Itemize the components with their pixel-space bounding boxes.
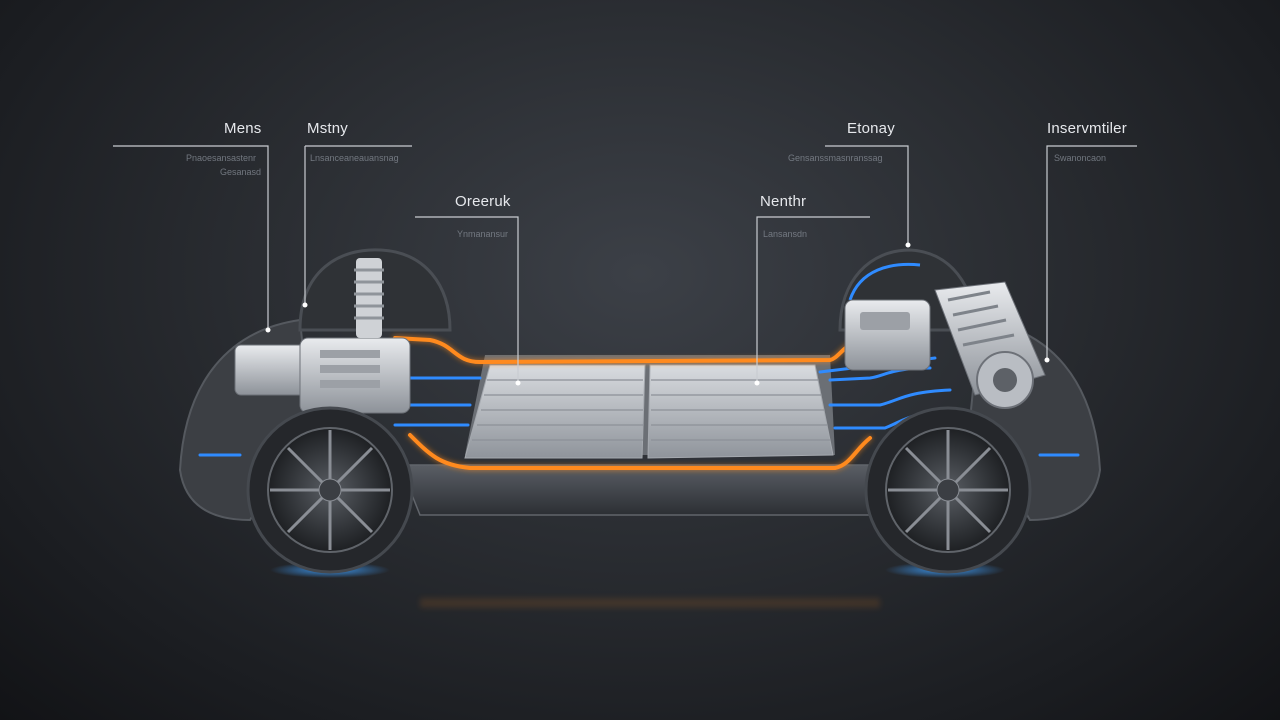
callout-sub-mstny-1: Lnsanceaneauansnag bbox=[310, 153, 399, 163]
front-left-wheel bbox=[246, 406, 414, 574]
callout-sub-mens-1: Pnaoesansastenr bbox=[186, 153, 257, 163]
callout-sub-oreeruk-1: Ynmanansur bbox=[457, 229, 509, 239]
callout-sub-nenthr-1: Lansansdn bbox=[763, 229, 808, 239]
suspension-spring bbox=[354, 258, 384, 338]
callout-title-mens: Mens bbox=[224, 120, 262, 137]
battery-pack bbox=[464, 355, 835, 459]
callout-title-nenthr: Nenthr bbox=[760, 193, 807, 210]
chassis-frame bbox=[398, 464, 902, 516]
callout-title-inservmtiler: Inservmtiler bbox=[1047, 120, 1127, 137]
front-motor-unit bbox=[234, 337, 411, 414]
callout-title-oreeruk: Oreeruk bbox=[455, 193, 511, 210]
callout-sub-etonay-1: Gensanssmasnranssag bbox=[788, 153, 883, 163]
callout-title-etonay: Etonay bbox=[847, 120, 895, 137]
callout-title-mstny: Mstny bbox=[307, 120, 349, 137]
floor-reflection bbox=[420, 598, 880, 608]
callout-endpoints bbox=[265, 242, 1050, 386]
front-right-wheel bbox=[864, 406, 1032, 574]
rear-right-wheel-light bbox=[848, 262, 921, 301]
callout-leader-lines bbox=[113, 145, 1137, 383]
callout-sub-inservmtiler-1: Swanoncaon bbox=[1054, 153, 1107, 163]
rear-motor-inverter bbox=[844, 281, 1046, 409]
callout-sub-mens-2: Gesanasd bbox=[220, 167, 262, 177]
